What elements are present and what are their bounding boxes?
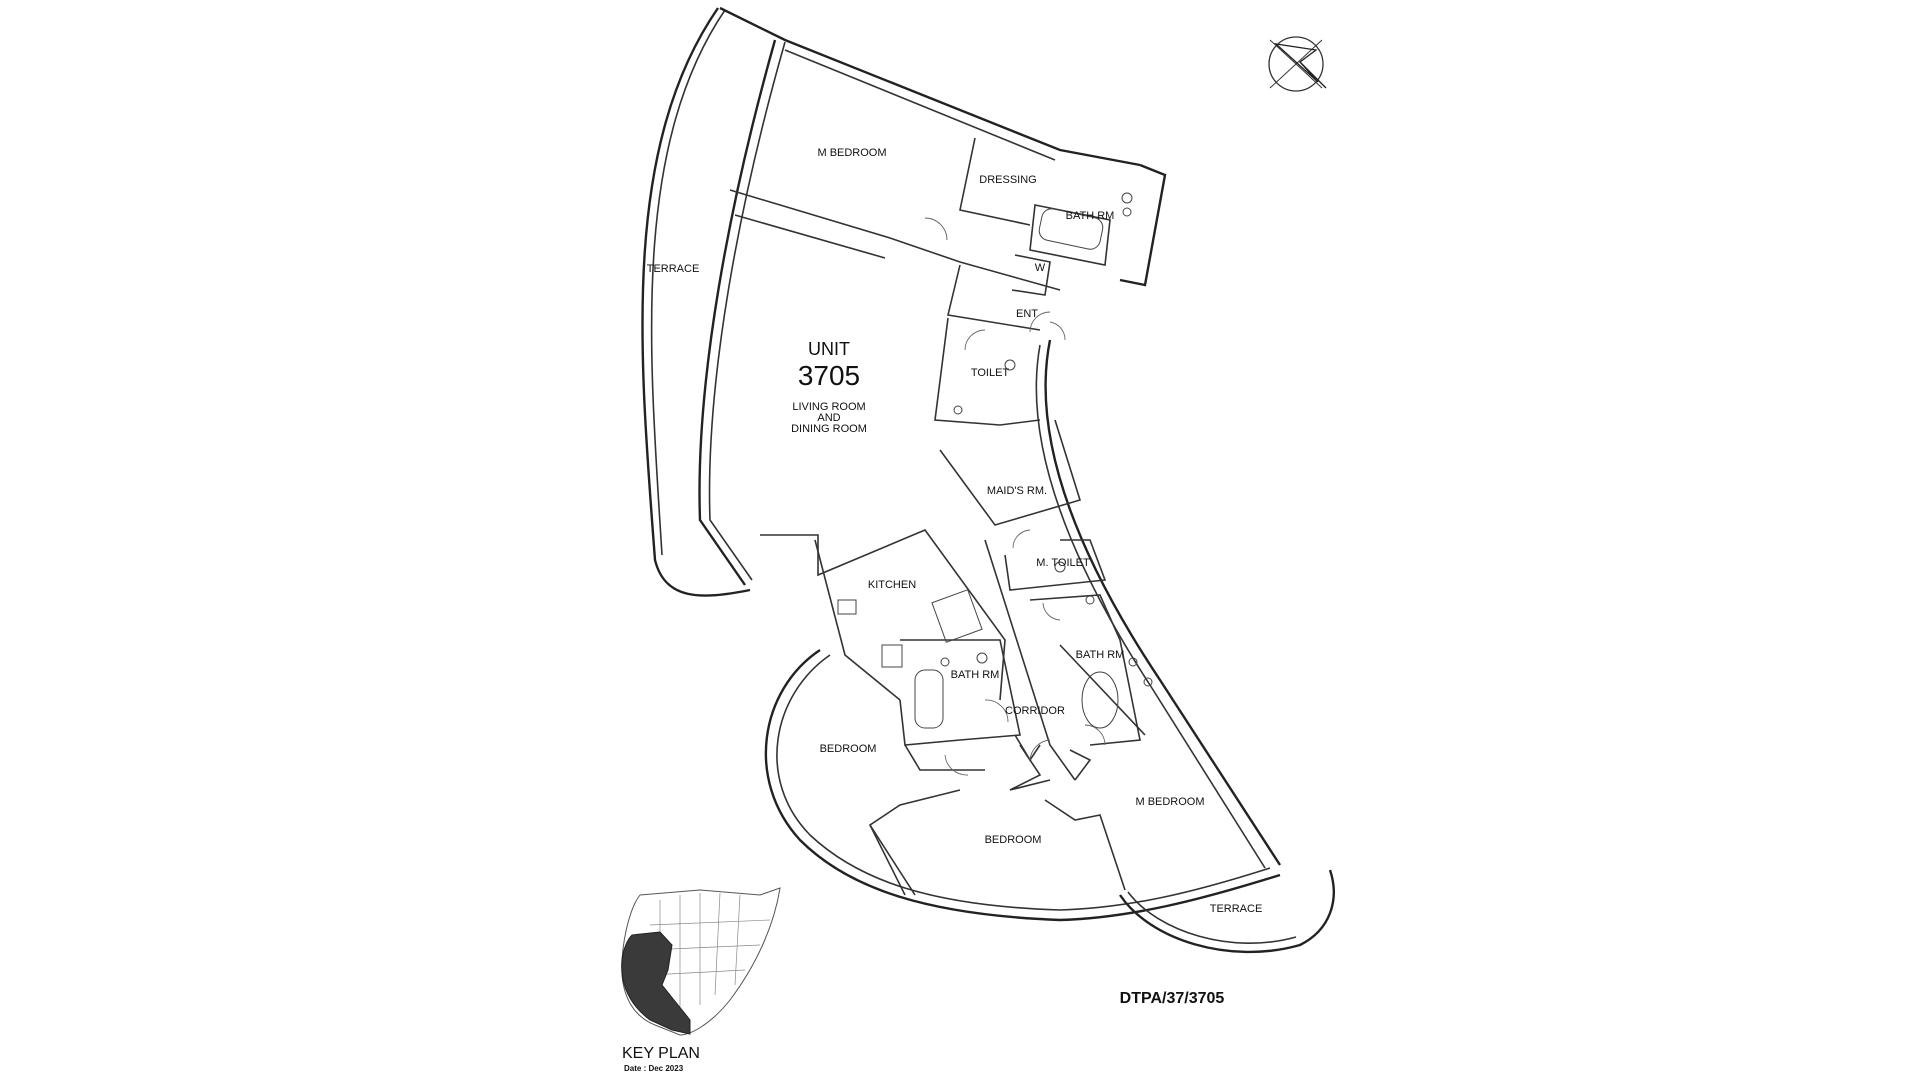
unit-label: UNIT xyxy=(808,339,850,359)
label-maids-rm: MAID'S RM. xyxy=(987,485,1047,497)
key-plan-title: KEY PLAN xyxy=(622,1045,700,1062)
label-living-line3: DINING ROOM xyxy=(791,423,867,435)
wc-m-toilet xyxy=(1054,561,1066,573)
wc-mid xyxy=(976,652,988,664)
unit-number: 3705 xyxy=(798,360,860,391)
label-living-line1: LIVING ROOM xyxy=(792,401,865,413)
label-corridor: CORRIDOR xyxy=(1005,705,1065,717)
label-m-bedroom-bottom: M BEDROOM xyxy=(1135,796,1204,808)
bathtub-mid xyxy=(914,669,944,729)
key-plan-highlight xyxy=(621,931,691,1035)
label-bedroom-center: BEDROOM xyxy=(985,834,1042,846)
label-bath-rm-top: BATH RM xyxy=(1066,210,1115,222)
label-toilet: TOILET xyxy=(971,367,1010,379)
label-bedroom-left: BEDROOM xyxy=(820,743,877,755)
bathtub-right xyxy=(1081,671,1119,729)
wc-top xyxy=(1121,192,1133,204)
key-plan-outline xyxy=(621,887,781,1036)
label-bath-rm-right: BATH RM xyxy=(1076,649,1125,661)
sink-m-toilet xyxy=(1085,595,1095,605)
label-m-toilet: M. TOILET xyxy=(1036,557,1090,569)
wc-toilet xyxy=(1004,359,1016,371)
sink-right-1 xyxy=(1128,657,1138,667)
interior-walls xyxy=(760,137,1146,896)
key-plan: KEY PLAN Date : Dec 2023 xyxy=(621,887,781,1073)
label-terrace-bottom: TERRACE xyxy=(1210,903,1263,915)
label-terrace-left: TERRACE xyxy=(647,263,700,275)
north-arrow-icon xyxy=(1268,36,1327,92)
label-w: W xyxy=(1035,262,1046,274)
kitchen-hob xyxy=(881,644,903,668)
fixtures xyxy=(837,192,1153,729)
sink-right-2 xyxy=(1143,677,1153,687)
key-plan-date: Date : Dec 2023 xyxy=(624,1064,684,1073)
drawing-reference: DTPA/37/3705 xyxy=(1120,990,1225,1007)
label-dressing: DRESSING xyxy=(979,174,1036,186)
label-m-bedroom-top: M BEDROOM xyxy=(817,147,886,159)
outer-walls xyxy=(641,6,1335,954)
sink-mid xyxy=(940,657,950,667)
label-bath-rm-mid: BATH RM xyxy=(951,669,1000,681)
sink-toilet xyxy=(953,405,963,415)
doors xyxy=(924,217,1106,776)
label-living-line2: AND xyxy=(817,412,840,424)
label-kitchen: KITCHEN xyxy=(868,579,916,591)
sink-top xyxy=(1122,207,1132,217)
kitchen-shaft xyxy=(931,589,983,643)
label-ent: ENT xyxy=(1016,308,1038,320)
kitchen-sink xyxy=(837,599,857,615)
bathtub-top xyxy=(1038,208,1104,250)
room-labels: M BEDROOM DRESSING BATH RM W TERRACE ENT… xyxy=(647,147,1263,915)
